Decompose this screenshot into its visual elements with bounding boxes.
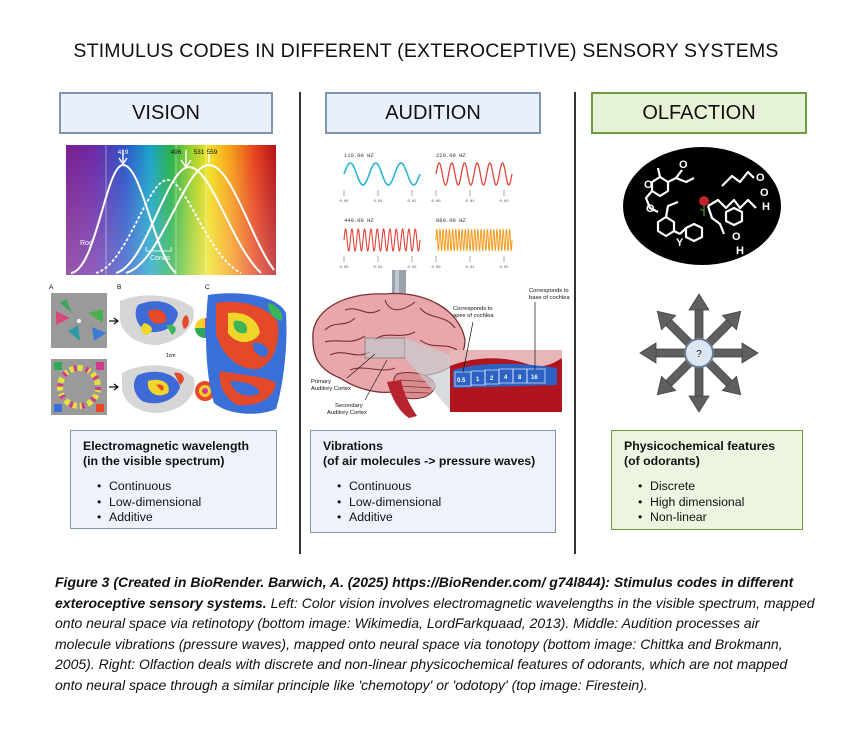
spectral-sensitivity-image: 419 496 531 559 Rod Cones <box>66 145 276 275</box>
svg-text:O: O <box>756 172 765 184</box>
vision-bullet-list: Continuous Low-dimensional Additive <box>83 479 266 526</box>
vision-header-label: VISION <box>132 101 200 124</box>
column-divider <box>574 92 576 554</box>
wave-tick: 0.00 <box>339 200 349 204</box>
audition-bullet: Low-dimensional <box>323 495 545 511</box>
caption-bold: Figure 3 (Created in BioRender. Barwich,… <box>55 574 794 611</box>
wave-880hz <box>435 228 513 252</box>
peak-label-419: 419 <box>118 149 129 156</box>
sound-waves-image: 110.00 HZ 220.00 HZ 440.00 HZ 880.00 HZ … <box>339 152 513 270</box>
label-secondary-cortex-line2: Auditory Cortex <box>327 410 367 416</box>
wave-440hz <box>343 227 421 253</box>
audition-header: AUDITION <box>325 92 541 134</box>
panel-label-a: A <box>49 284 54 291</box>
column-divider <box>299 92 301 554</box>
cochlea-value: 1 <box>476 377 480 383</box>
svg-text:O: O <box>732 231 741 243</box>
wave-tick: 0.00 <box>431 200 441 204</box>
question-mark: ? <box>696 349 702 360</box>
wave-tick: 0.02 <box>499 200 509 204</box>
audition-info-box: Vibrations (of air molecules -> pressure… <box>310 430 556 533</box>
peak-label-559: 559 <box>207 149 218 156</box>
svg-text:O: O <box>646 203 655 215</box>
audition-bullet: Continuous <box>323 479 545 495</box>
cochlea-value: 8 <box>518 375 522 381</box>
figure-caption: Figure 3 (Created in BioRender. Barwich,… <box>55 572 815 695</box>
wave-tick: 0.00 <box>431 266 441 270</box>
vision-info-box: Electromagnetic wavelength (in the visib… <box>70 430 277 529</box>
svg-text:Y: Y <box>676 237 684 249</box>
audition-bullet: Additive <box>323 510 545 526</box>
cones-label: Cones <box>150 255 171 262</box>
vision-bullet: Continuous <box>83 479 266 495</box>
olfaction-info-title-line2: (of odorants) <box>624 454 700 468</box>
svg-text:H: H <box>762 201 770 213</box>
audition-bullet-list: Continuous Low-dimensional Additive <box>323 479 545 526</box>
olfaction-info-box: Physicochemical features (of odorants) D… <box>611 430 803 530</box>
olfaction-bullet: Discrete <box>624 479 792 495</box>
vision-info-title-line2: (in the visible spectrum) <box>83 454 225 468</box>
label-apex-of-cochlea-line2: apex of cochlea <box>453 313 494 319</box>
wave-tick: 0.01 <box>465 200 475 204</box>
vision-info-title-line1: Electromagnetic wavelength <box>83 439 250 453</box>
scale-label: 1cm <box>166 353 175 359</box>
cochlea-value: 16 <box>531 375 538 381</box>
label-primary-cortex-line2: Auditory Cortex <box>311 386 351 392</box>
odorant-molecules-image: O O O O O H O H Y <box>623 147 781 265</box>
caption-text: Left: Color vision involves electromagne… <box>55 594 815 693</box>
olfaction-bullet-list: Discrete High dimensional Non-linear <box>624 479 792 526</box>
wave-110hz <box>343 162 421 186</box>
wave-tick: 0.02 <box>407 200 417 204</box>
wave-tick: 0.01 <box>465 266 475 270</box>
wave-tick: 0.00 <box>339 266 349 270</box>
wave-tick: 0.01 <box>373 266 383 270</box>
label-primary-cortex-line1: Primary <box>311 379 331 385</box>
wave-220hz <box>435 162 513 186</box>
panel-label-b: B <box>117 284 121 291</box>
vision-header: VISION <box>59 92 273 134</box>
cochlea-value: 2 <box>490 376 494 382</box>
retinotopy-image: A B C 1cm <box>49 284 287 415</box>
wave-tick: 0.02 <box>499 266 509 270</box>
wave-tick: 0.01 <box>373 200 383 204</box>
label-base-of-cochlea-line1: Corresponds to <box>529 288 569 294</box>
olfaction-header-label: OLFACTION <box>642 101 756 124</box>
olfaction-header: OLFACTION <box>591 92 807 134</box>
vision-bullet: Low-dimensional <box>83 495 266 511</box>
tonotopy-brain-image: 0.5 1 2 4 8 16 Corresponds to base of co… <box>311 270 570 418</box>
wave-tick: 0.02 <box>407 266 417 270</box>
audition-header-label: AUDITION <box>385 101 481 124</box>
audition-info-title-line1: Vibrations <box>323 439 383 453</box>
no-odotopy-arrows-image: ? <box>639 293 759 413</box>
olfaction-bullet: Non-linear <box>624 510 792 526</box>
figure-title: STIMULUS CODES IN DIFFERENT (EXTEROCEPTI… <box>73 40 779 62</box>
cochlea-value: 4 <box>504 375 508 381</box>
label-secondary-cortex-line1: Secondary <box>335 403 363 409</box>
audition-info-title-line2: (of air molecules -> pressure waves) <box>323 454 536 468</box>
svg-text:O: O <box>679 159 688 171</box>
svg-text:O: O <box>644 179 653 191</box>
label-apex-of-cochlea-line1: Corresponds to <box>453 306 493 312</box>
rod-label: Rod <box>80 240 93 247</box>
vision-bullet: Additive <box>83 510 266 526</box>
wave-label-440: 440.00 HZ <box>344 217 374 224</box>
wave-label-110: 110.00 HZ <box>344 152 374 159</box>
label-base-of-cochlea-line2: base of cochlea <box>529 295 570 301</box>
svg-text:O: O <box>760 187 769 199</box>
olfaction-bullet: High dimensional <box>624 495 792 511</box>
cochlea-value: 0.5 <box>457 378 466 384</box>
panel-label-c: C <box>205 284 210 291</box>
wave-label-220: 220.00 HZ <box>436 152 466 159</box>
olfaction-info-title-line1: Physicochemical features <box>624 439 776 453</box>
wave-label-880: 880.00 HZ <box>436 217 466 224</box>
peak-label-531: 531 <box>194 149 205 156</box>
svg-text:H: H <box>736 245 744 257</box>
peak-label-496: 496 <box>171 149 182 156</box>
